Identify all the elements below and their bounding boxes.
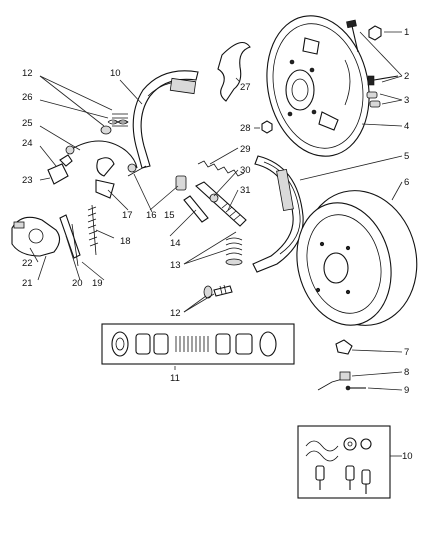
parking-brake-cable	[65, 140, 138, 173]
leader-lines	[29, 31, 403, 457]
callout-12-upper: 12	[22, 68, 33, 79]
callout-3: 3	[404, 95, 409, 106]
callout-30: 30	[240, 165, 251, 176]
callout-4: 4	[404, 121, 409, 132]
callout-13: 13	[170, 260, 181, 271]
wheel-stud	[367, 75, 399, 86]
callout-6: 6	[404, 177, 409, 188]
callout-7: 7	[404, 347, 409, 358]
callout-25: 25	[22, 118, 33, 129]
return-spring-long	[87, 204, 99, 256]
wheel-cylinder-kit	[101, 323, 295, 365]
callout-5: 5	[404, 151, 409, 162]
callout-16: 16	[146, 210, 157, 221]
adjuster-spring	[197, 160, 245, 177]
callout-26: 26	[22, 92, 33, 103]
callout-21: 21	[22, 278, 33, 289]
backing-plate	[266, 15, 370, 157]
callout-27: 27	[240, 82, 251, 93]
callout-23: 23	[22, 175, 33, 186]
access-plugs	[366, 91, 381, 108]
trailing-brake-shoe	[252, 155, 304, 273]
hardware-kit-box	[297, 425, 391, 499]
callout-11: 11	[170, 373, 180, 384]
callout-18: 18	[120, 236, 131, 247]
callout-28: 28	[240, 123, 251, 134]
callout-17: 17	[122, 210, 133, 221]
wheel-cylinder	[11, 216, 61, 257]
hold-down-pin	[59, 214, 81, 267]
callout-1: 1	[404, 27, 409, 38]
callout-24: 24	[22, 138, 33, 149]
brake-drum	[296, 190, 418, 326]
callout-2: 2	[404, 71, 409, 82]
adjuster-assembly	[175, 175, 247, 227]
callout-31: 31	[240, 185, 251, 196]
callout-19: 19	[92, 278, 103, 289]
parking-lever	[47, 154, 73, 185]
callout-12-lower: 12	[170, 308, 181, 319]
callout-29: 29	[240, 144, 251, 155]
backing-plate-bolt	[346, 19, 382, 53]
adjuster-hardware	[317, 339, 366, 391]
callout-9: 9	[404, 385, 409, 396]
retainer-springs	[225, 237, 243, 266]
hold-down-pins-lower	[203, 284, 233, 299]
callout-14: 14	[170, 238, 181, 249]
callout-labels: 1 2 3 4 5 6 7 8 9 10 10 11 12 12 13 14 1…	[22, 27, 413, 462]
callout-8: 8	[404, 367, 409, 378]
retaining-bracket	[217, 41, 251, 102]
adjuster-nut	[261, 120, 273, 134]
callout-15: 15	[164, 210, 175, 221]
callout-10-kit: 10	[402, 451, 413, 462]
hold-down-spring	[100, 113, 129, 135]
callout-10: 10	[110, 68, 121, 79]
callout-20: 20	[72, 278, 83, 289]
adjuster-lever	[95, 157, 147, 199]
leading-brake-shoe	[132, 70, 199, 169]
callout-22: 22	[22, 258, 33, 269]
